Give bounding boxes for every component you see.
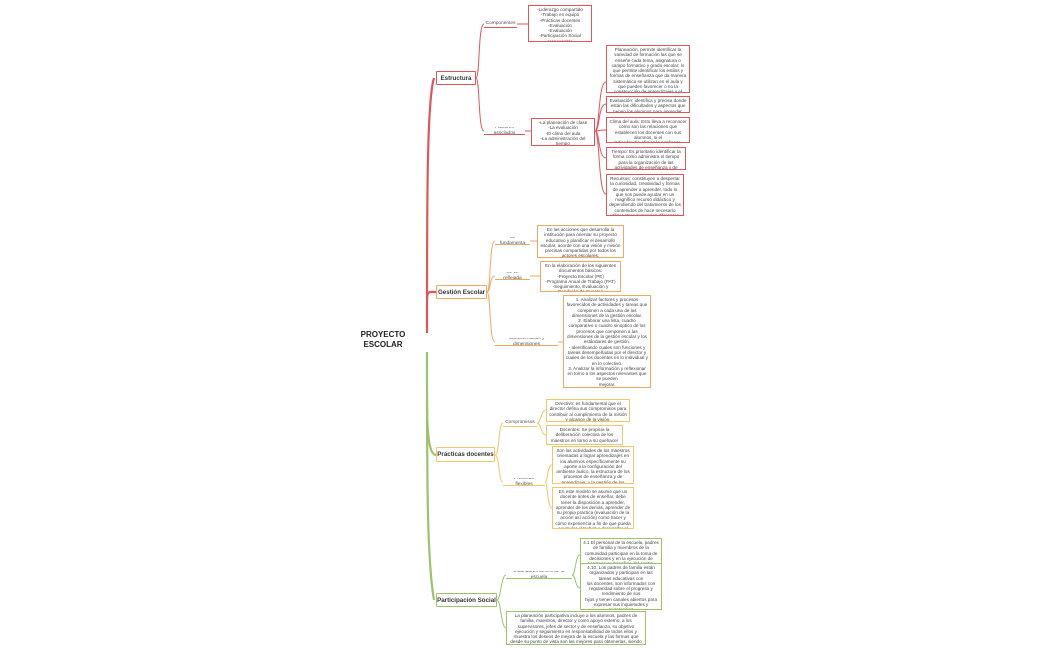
trunk-green-2 (425, 399, 437, 457)
detail-tiempo[interactable]: Tiempo: Es prioritario identificar la fo… (606, 147, 686, 170)
label-practicas-flexibles[interactable]: Prácticas flexibles (503, 478, 545, 486)
box-planeacion-participativa[interactable]: La planeación participativa incluye a lo… (506, 611, 646, 645)
branch-estructura[interactable]: Estructura (436, 71, 476, 85)
branch-practicas-docentes[interactable]: Prácticas docentes (436, 447, 495, 462)
label-se-ve-reflejada[interactable]: Se ve reflejada (495, 272, 530, 280)
box-caracteristicas-dimensiones[interactable]: 1. Analizar factores y procesos favoreci… (563, 295, 651, 388)
label-se-fundamenta[interactable]: Se fundamenta (495, 237, 530, 245)
detail-evaluacion[interactable]: Evaluación: identifica y precisa donde e… (606, 96, 690, 113)
label-compromisos[interactable]: Compromisos (503, 419, 537, 427)
box-se-fundamenta[interactable]: En las acciones que desarrolla la instit… (537, 225, 624, 258)
label-factores-asociados[interactable]: Factores asociados (484, 127, 525, 135)
trunk-red-2 (425, 290, 437, 301)
trunk-red (425, 77, 436, 334)
trunk-green (425, 351, 436, 601)
label-caracteristicas-dimensiones[interactable]: Características y dimensiones (495, 338, 558, 346)
box-compromiso-directivo[interactable]: Directivo: es fundamental que el directo… (546, 399, 630, 422)
box-factores-asociados[interactable]: -La planeación de clase -La evaluación -… (531, 118, 595, 146)
box-componentes[interactable]: -Liderazgo compartido -Trabajo en equipo… (528, 5, 592, 42)
detail-recursos[interactable]: Recursos: constituyen a despertar la cur… (606, 174, 684, 216)
label-estandares-escuela[interactable]: Estándares dentro de la escuela (506, 571, 572, 579)
box-estandar-4-10[interactable]: 4.10. Los padres de familia están organi… (580, 563, 662, 610)
branch-gestion-escolar[interactable]: Gestión Escolar (436, 285, 487, 299)
detail-clima-aula[interactable]: Clima del aula: Esto lleva a reconocer c… (606, 117, 690, 143)
box-practicas-modelo[interactable]: En este modelo se asume que un docente a… (552, 487, 634, 529)
box-practicas-actividades[interactable]: Son las actividades de los maestros orie… (552, 446, 634, 484)
box-compromiso-docentes[interactable]: Docentes: Se propicia la deliberación co… (546, 425, 623, 445)
box-se-ve-reflejada[interactable]: En la elaboración de los siguientes docu… (540, 261, 621, 292)
detail-planeacion[interactable]: Planeación, permite identificar la varie… (606, 45, 690, 93)
label-componentes[interactable]: Componentes (484, 20, 517, 28)
root-topic[interactable]: PROYECTO ESCOLAR (360, 327, 406, 353)
branch-participacion-social[interactable]: Participación Social (436, 593, 497, 607)
